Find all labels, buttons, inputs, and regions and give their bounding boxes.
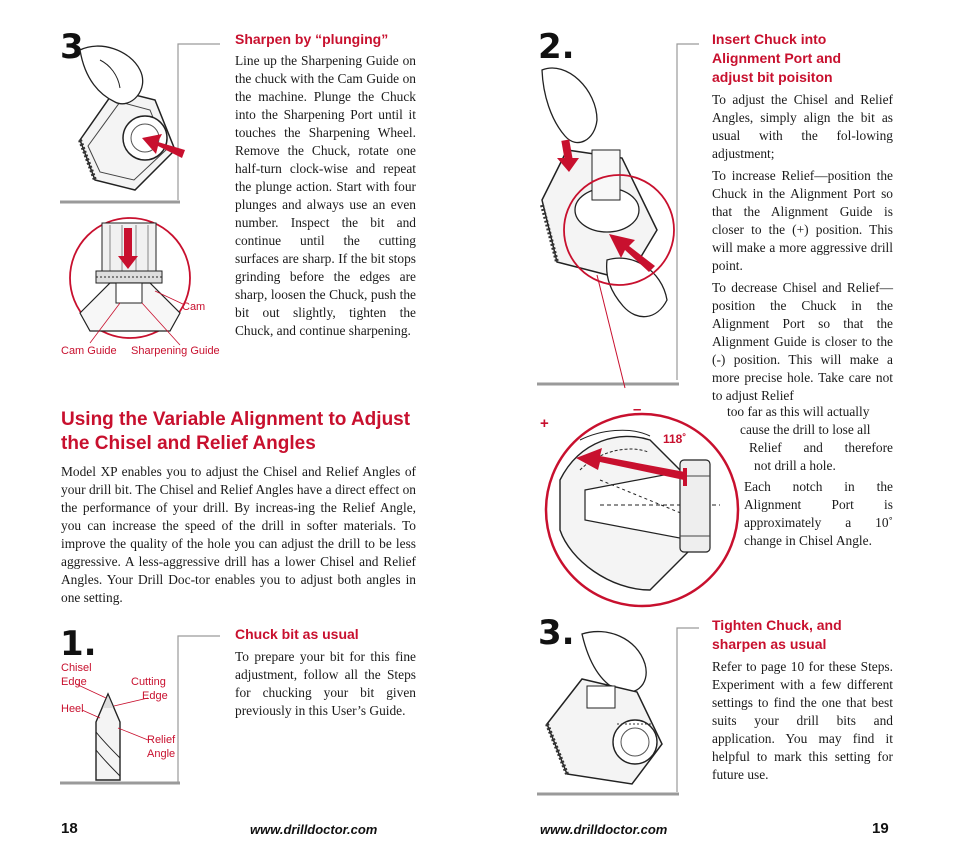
relief-angle-label: Angle	[147, 748, 176, 760]
step-2-heading-line-1: Insert Chuck into	[712, 31, 827, 47]
chisel-label: Chisel	[61, 662, 92, 674]
step-2-wrap-4: not drill a hole.	[754, 458, 836, 473]
step-2-wrap-1: too far as this will actually	[727, 404, 870, 419]
cam-guide-label: Cam Guide	[61, 345, 117, 357]
website-right: www.drilldoctor.com	[540, 822, 668, 837]
cam-label: Cam	[182, 301, 206, 313]
alignment-port-illustration	[537, 43, 699, 389]
step-2-wrap-2: cause the drill to lose all	[740, 422, 871, 437]
cutting-label: Cutting	[131, 676, 166, 688]
website-left: www.drilldoctor.com	[250, 822, 378, 837]
step-2-number: 2.	[538, 27, 575, 67]
section-title: Using the Variable Alignment to Adjust t…	[61, 408, 421, 456]
step-2-paragraph-3a: To decrease Chisel and Relief—position t…	[712, 280, 893, 403]
sharpening-machine-illustration	[60, 43, 220, 204]
step-3-heading: Sharpen by “plunging”	[235, 31, 389, 47]
step-2-text: To adjust the Chisel and Relief Angles, …	[712, 91, 893, 405]
cutting-edge-label: Edge	[142, 690, 168, 702]
page-number-right: 19	[872, 820, 889, 837]
step-2-heading: Insert Chuck into Alignment Port and adj…	[712, 30, 897, 87]
step-3-right-heading-line-2: sharpen as usual	[712, 636, 827, 652]
step-3-right-text: Refer to page 10 for these Steps. Experi…	[712, 659, 893, 782]
section-text: Model XP enables you to adjust the Chise…	[61, 464, 416, 605]
step-3-right-number: 3.	[538, 613, 575, 653]
step-2-paragraph-2: To increase Relief—position the Chuck in…	[712, 168, 893, 273]
step-1-text: To prepare your bit for this fine adjust…	[235, 649, 416, 718]
step-2-heading-line-3: adjust bit poisiton	[712, 69, 833, 85]
plus-label: +	[540, 415, 549, 432]
relief-label: Relief	[147, 734, 176, 746]
angle-118-label: 118˚	[663, 432, 687, 446]
step-2-paragraph-1: To adjust the Chisel and Relief Angles, …	[712, 92, 893, 161]
step-1-heading: Chuck bit as usual	[235, 626, 359, 642]
step-3-right-heading: Tighten Chuck, and sharpen as usual	[712, 616, 897, 654]
section-title-line-1: Using the Variable Alignment to Adjust	[61, 409, 411, 430]
section-title-line-2: the Chisel and Relief Angles	[61, 433, 316, 454]
relief-angle-zoom-illustration	[544, 412, 740, 608]
step-2-wrap-3: Relief and therefore	[749, 440, 893, 455]
step-2-heading-line-2: Alignment Port and	[712, 50, 842, 66]
step-2-paragraph-4: Each notch in the Alignment Port is appr…	[744, 479, 893, 548]
tighten-chuck-illustration	[537, 627, 699, 796]
sharpening-guide-label: Sharpening Guide	[131, 345, 220, 357]
step-3-text: Line up the Sharpening Guide on the chuc…	[235, 53, 416, 338]
chisel-edge-label: Edge	[61, 676, 87, 688]
step-3-right-heading-line-1: Tighten Chuck, and	[712, 617, 842, 633]
minus-label: –	[633, 401, 642, 418]
heel-label: Heel	[61, 703, 84, 715]
page-number-left: 18	[61, 820, 78, 837]
cam-guide-detail-illustration	[69, 217, 191, 346]
drill-bit-illustration	[60, 635, 220, 785]
step-1-number: 1.	[60, 624, 97, 664]
